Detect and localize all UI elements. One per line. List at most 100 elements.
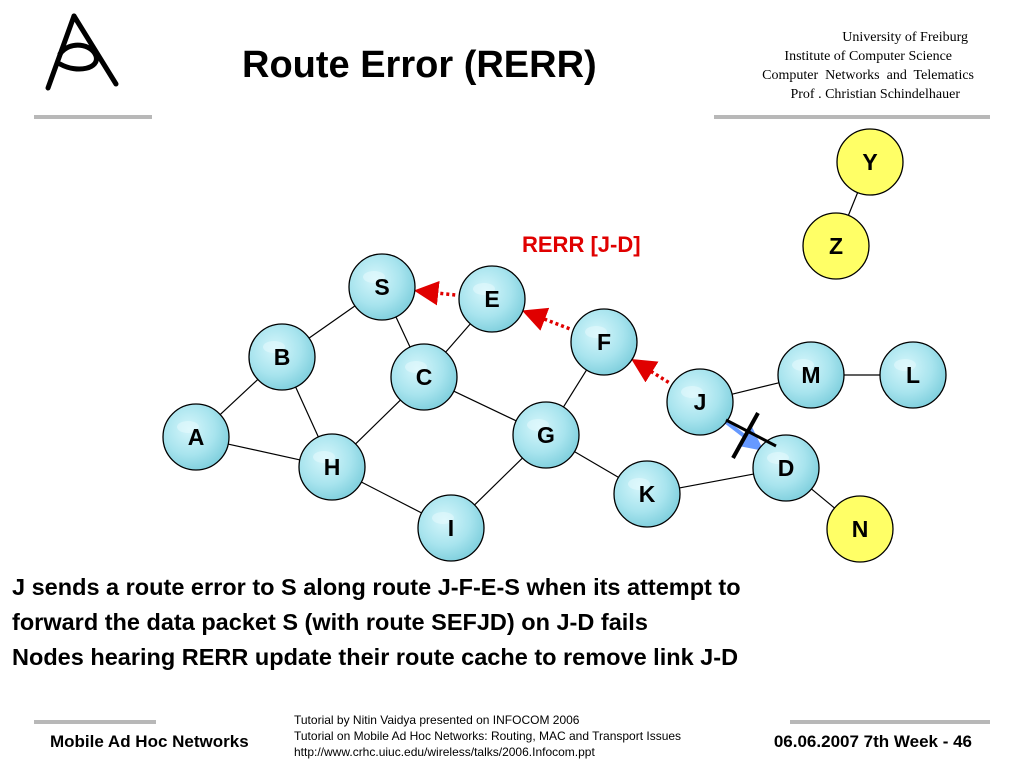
broken-link-cross-icon — [725, 418, 777, 448]
node-C: C — [390, 343, 458, 411]
node-shine — [894, 359, 916, 371]
link-G-K — [572, 450, 621, 479]
node-circle — [879, 341, 947, 409]
node-shine — [473, 283, 495, 295]
rerr-arrow-E-S — [413, 280, 456, 306]
node-label: B — [274, 344, 291, 370]
node-circle — [512, 401, 580, 469]
link-H-I — [359, 480, 424, 515]
node-label: I — [448, 515, 454, 541]
node-shine — [432, 512, 454, 524]
header-rule-right — [714, 115, 990, 119]
footer-rule-right — [790, 720, 990, 724]
node-label: J — [694, 389, 707, 415]
node-circle — [348, 253, 416, 321]
rerr-label: RERR [J-D] — [522, 232, 641, 257]
node-circle — [752, 434, 820, 502]
explanation-line: Nodes hearing RERR update their route ca… — [12, 644, 739, 670]
link-B-H — [294, 384, 320, 440]
node-L: L — [879, 341, 947, 409]
node-G: G — [512, 401, 580, 469]
link-B-A — [218, 377, 260, 417]
node-S: S — [348, 253, 416, 321]
explanation-text: J sends a route error to S along route J… — [12, 570, 1002, 675]
institution-block: University of Freiburg Institute of Comp… — [674, 28, 974, 104]
node-B: B — [248, 323, 316, 391]
link-C-G — [451, 389, 519, 423]
node-circle — [248, 323, 316, 391]
node-circle — [417, 494, 485, 562]
link-C-H — [353, 398, 403, 446]
link-Y-Z — [847, 190, 859, 218]
node-M: M — [777, 341, 845, 409]
node-label: K — [639, 481, 656, 507]
broken-link-cross-icon — [731, 412, 760, 459]
node-H: H — [298, 433, 366, 501]
link-S-C — [394, 314, 412, 350]
link-E-C — [443, 321, 473, 355]
node-circle — [162, 403, 230, 471]
node-label: D — [778, 455, 795, 481]
node-label: G — [537, 422, 555, 448]
page-title: Route Error (RERR) — [242, 44, 597, 86]
node-circle — [777, 341, 845, 409]
node-D: D — [752, 434, 820, 502]
node-shine — [527, 419, 549, 431]
node-J: J — [666, 368, 734, 436]
node-label: M — [801, 362, 820, 388]
node-label: H — [324, 454, 341, 480]
node-Z: Z — [802, 212, 870, 280]
node-label: Z — [829, 233, 843, 259]
node-E: E — [458, 265, 526, 333]
institution-line: Institute of Computer Science — [784, 49, 952, 64]
node-shine — [792, 359, 814, 371]
node-circle — [666, 368, 734, 436]
node-label: E — [484, 286, 499, 312]
node-label: F — [597, 329, 611, 355]
node-shine — [177, 421, 199, 433]
institution-line: University of Freiburg — [842, 30, 968, 45]
rerr-arrow-F-E — [521, 307, 571, 331]
node-K: K — [613, 460, 681, 528]
link-D-N — [809, 487, 837, 510]
node-I: I — [417, 494, 485, 562]
node-circle — [298, 433, 366, 501]
footer-course-title: Mobile Ad Hoc Networks — [50, 732, 249, 751]
node-shine — [313, 451, 335, 463]
node-circle — [802, 212, 870, 280]
node-label: N — [852, 516, 869, 542]
node-shine — [405, 361, 427, 373]
institution-line: Prof . Christian Schindelhauer — [790, 87, 960, 102]
node-label: L — [906, 362, 920, 388]
node-label: C — [416, 364, 433, 390]
link-G-F — [561, 367, 589, 410]
node-shine — [585, 326, 607, 338]
node-shine — [263, 341, 285, 353]
explanation-line: J sends a route error to S along route J… — [12, 574, 741, 600]
node-circle — [836, 128, 904, 196]
broken-link-J-D — [724, 420, 764, 451]
node-circle — [613, 460, 681, 528]
university-logo-icon — [45, 13, 119, 91]
footer-credit-line: Tutorial by Nitin Vaidya presented on IN… — [294, 713, 580, 727]
node-A: A — [162, 403, 230, 471]
link-K-D — [677, 473, 756, 489]
node-shine — [681, 386, 703, 398]
node-circle — [390, 343, 458, 411]
node-label: S — [374, 274, 389, 300]
footer-rule-left — [34, 720, 156, 724]
link-I-G — [472, 456, 525, 507]
institution-line: Computer Networks and Telematics — [762, 68, 974, 83]
node-Y: Y — [836, 128, 904, 196]
node-shine — [628, 478, 650, 490]
node-shine — [767, 452, 789, 464]
node-label: A — [188, 424, 205, 450]
link-S-B — [307, 304, 357, 340]
node-circle — [570, 308, 638, 376]
node-label: Y — [862, 149, 877, 175]
footer-credit-line: http://www.crhc.uiuc.edu/wireless/talks/… — [294, 745, 595, 759]
node-shine — [363, 271, 385, 283]
node-circle — [826, 495, 894, 563]
explanation-line: forward the data packet S (with route SE… — [12, 609, 648, 635]
